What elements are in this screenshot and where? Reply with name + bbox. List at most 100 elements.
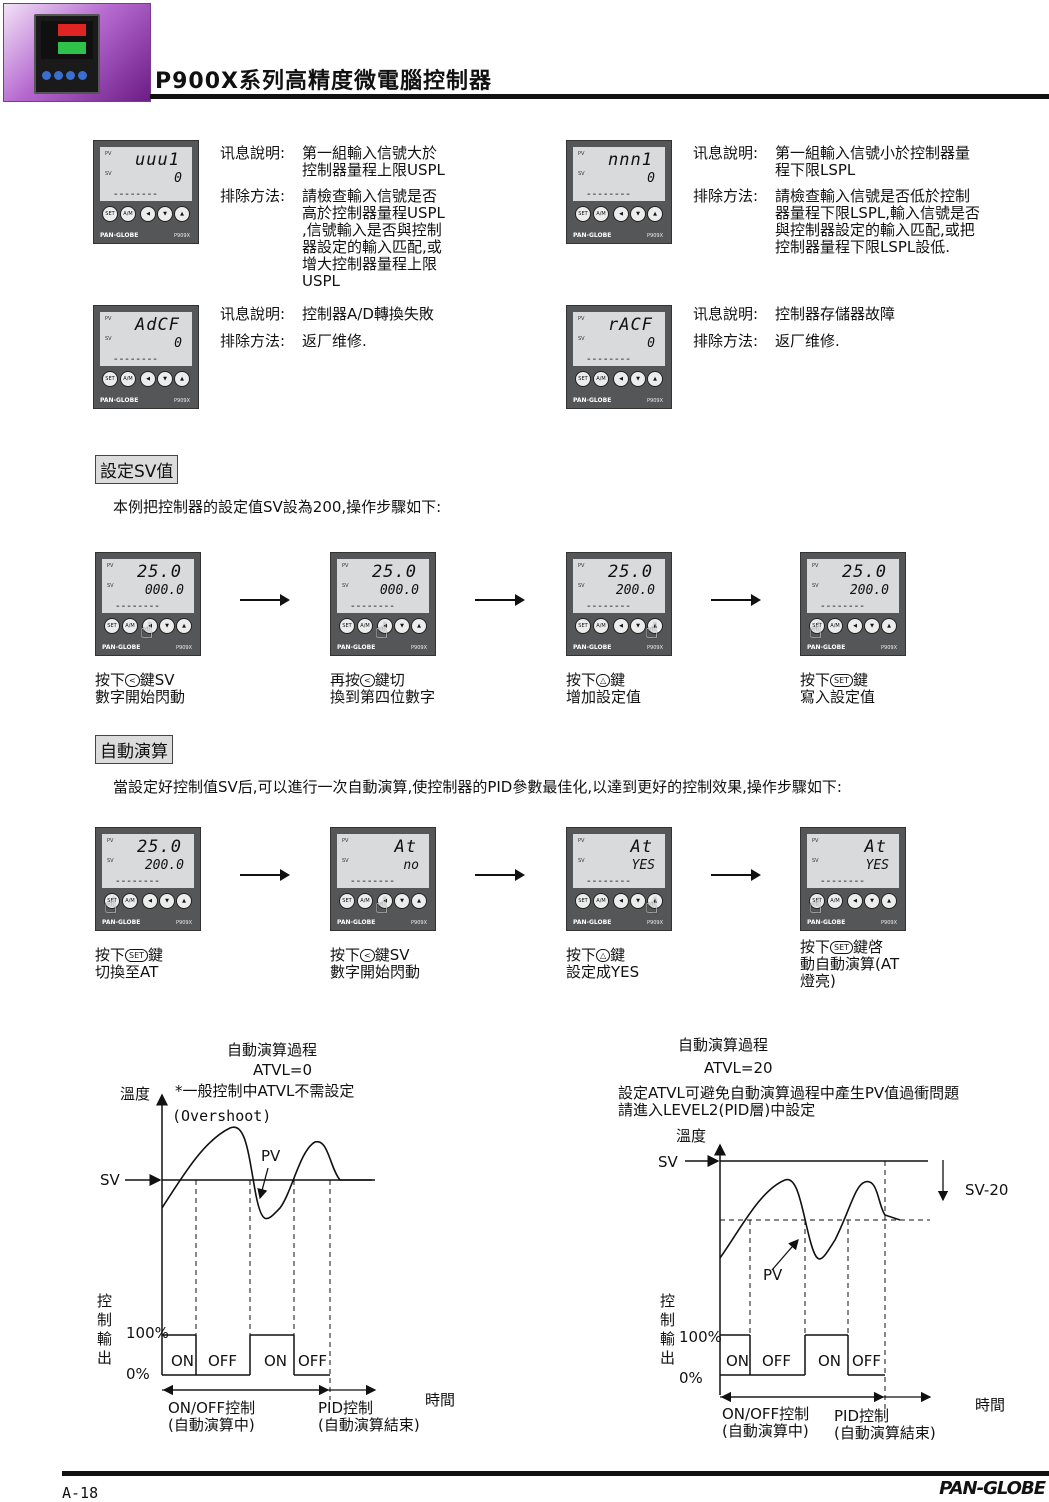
caption-line-2: 設定成YES: [566, 963, 640, 981]
up-key[interactable]: ▲: [881, 618, 897, 634]
header-product-photo: [3, 3, 151, 102]
up-key[interactable]: ▲: [174, 206, 190, 222]
set-key[interactable]: SET: [575, 618, 591, 634]
set-key[interactable]: SET: [102, 371, 118, 387]
chart1-100: 100%: [126, 1324, 169, 1342]
left-key[interactable]: ◀: [613, 618, 629, 634]
am-key[interactable]: A/M: [593, 893, 609, 909]
left-key[interactable]: ◀: [613, 206, 629, 222]
controller-model: P909X: [647, 645, 663, 651]
caption-verb: 再按: [330, 671, 361, 689]
set-key[interactable]: SET: [809, 618, 825, 634]
left-key[interactable]: ◀: [142, 618, 158, 634]
left-key[interactable]: ◀: [613, 893, 629, 909]
pointer-hand-icon: ☝: [809, 894, 823, 919]
down-key[interactable]: ▼: [630, 618, 646, 634]
up-key[interactable]: ▲: [174, 371, 190, 387]
chart2-diagram: [685, 1143, 949, 1410]
up-key[interactable]: ▲: [647, 893, 663, 909]
chart2-0: 0%: [679, 1369, 703, 1387]
chart1-state-1: OFF: [208, 1352, 238, 1370]
caption-line-2: 寫入設定值: [800, 688, 876, 706]
am-key[interactable]: A/M: [593, 618, 609, 634]
up-key[interactable]: ▲: [881, 893, 897, 909]
am-key[interactable]: A/M: [120, 206, 136, 222]
am-key[interactable]: A/M: [357, 893, 373, 909]
set-key[interactable]: SET: [809, 893, 825, 909]
sv-tag: SV: [342, 583, 349, 589]
up-key[interactable]: ▲: [647, 206, 663, 222]
am-key[interactable]: A/M: [593, 371, 609, 387]
set-key[interactable]: SET: [104, 618, 120, 634]
am-key[interactable]: A/M: [122, 893, 138, 909]
step-arrow: [711, 594, 761, 606]
down-key[interactable]: ▼: [630, 893, 646, 909]
controller-brand: PAN-GLOBE: [573, 232, 612, 239]
down-key[interactable]: ▼: [394, 893, 410, 909]
down-key[interactable]: ▼: [630, 206, 646, 222]
am-key[interactable]: A/M: [827, 618, 843, 634]
controller-brand: PAN-GLOBE: [337, 919, 376, 926]
up-key[interactable]: ▲: [647, 371, 663, 387]
left-key[interactable]: ◀: [140, 206, 156, 222]
am-key[interactable]: A/M: [593, 206, 609, 222]
am-key[interactable]: A/M: [120, 371, 136, 387]
am-key[interactable]: A/M: [357, 618, 373, 634]
controller-brand: PAN-GLOBE: [100, 232, 139, 239]
set-key[interactable]: SET: [575, 206, 591, 222]
am-key[interactable]: A/M: [827, 893, 843, 909]
set-key[interactable]: SET: [339, 618, 355, 634]
am-key[interactable]: A/M: [122, 618, 138, 634]
caption-line-2: 數字開始閃動: [330, 963, 421, 981]
pv-readout: uuu1: [135, 150, 180, 170]
pv-tag: PV: [578, 563, 585, 569]
set-key[interactable]: SET: [575, 893, 591, 909]
down-key[interactable]: ▼: [630, 371, 646, 387]
set-key[interactable]: SET: [104, 893, 120, 909]
left-key[interactable]: ◀: [613, 371, 629, 387]
set-key[interactable]: SET: [102, 206, 118, 222]
chart2-title: 自動演算過程: [678, 1036, 769, 1054]
down-key[interactable]: ▼: [864, 618, 880, 634]
left-key[interactable]: ◀: [847, 618, 863, 634]
chart1-0: 0%: [126, 1365, 150, 1383]
up-key[interactable]: ▲: [176, 618, 192, 634]
left-key[interactable]: ◀: [142, 893, 158, 909]
chart1-title: 自動演算過程: [227, 1041, 318, 1059]
up-key[interactable]: ▲: [647, 618, 663, 634]
set-key[interactable]: SET: [575, 371, 591, 387]
down-key[interactable]: ▼: [157, 206, 173, 222]
up-key[interactable]: ▲: [411, 618, 427, 634]
left-key[interactable]: ◀: [377, 618, 393, 634]
left-key[interactable]: ◀: [377, 893, 393, 909]
indicator-row: --------: [587, 601, 632, 612]
key-icon: △: [596, 949, 611, 962]
down-key[interactable]: ▼: [159, 618, 175, 634]
set-key[interactable]: SET: [339, 893, 355, 909]
page-title: P900X系列高精度微電腦控制器: [155, 69, 493, 94]
left-key[interactable]: ◀: [140, 371, 156, 387]
down-key[interactable]: ▼: [157, 371, 173, 387]
fix-text: 返厂维修.: [775, 332, 840, 350]
pv-readout: nnn1: [608, 150, 653, 170]
down-key[interactable]: ▼: [394, 618, 410, 634]
left-key[interactable]: ◀: [847, 893, 863, 909]
chart2-x-label: 時間: [975, 1396, 1006, 1414]
step-caption: 按下△鍵增加設定值: [566, 672, 641, 706]
up-key[interactable]: ▲: [176, 893, 192, 909]
caption-line-2: 換到第四位數字: [330, 688, 436, 706]
pointer-hand-icon: ☝: [645, 894, 659, 919]
up-key[interactable]: ▲: [411, 893, 427, 909]
chart1-state-2: ON: [264, 1352, 288, 1370]
down-key[interactable]: ▼: [159, 893, 175, 909]
footer-rule: [62, 1471, 1049, 1476]
down-key[interactable]: ▼: [864, 893, 880, 909]
